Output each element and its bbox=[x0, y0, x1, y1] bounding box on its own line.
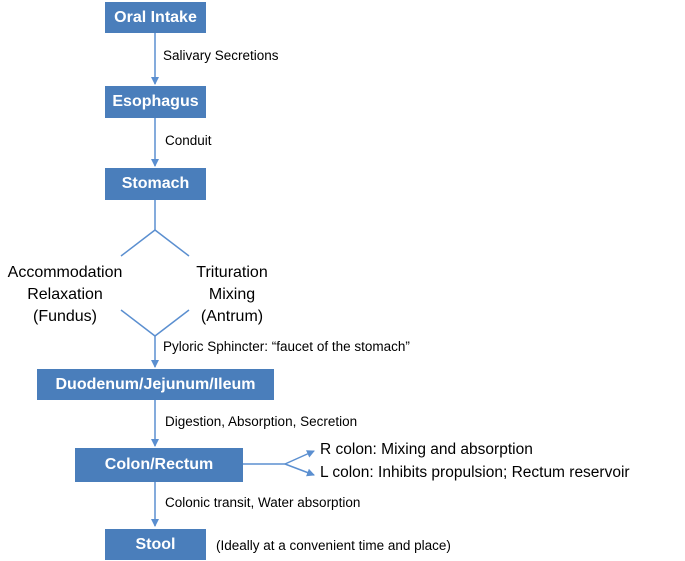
small-intestine-box: Duodenum/Jejunum/Ileum bbox=[37, 369, 274, 400]
r-colon-label: R colon: Mixing and absorption bbox=[320, 441, 533, 458]
line-merge-left bbox=[120, 309, 156, 337]
fundus-line-1: Accommodation bbox=[7, 264, 123, 281]
fundus-line-3: (Fundus) bbox=[32, 308, 98, 325]
colonic-transit-label: Colonic transit, Water absorption bbox=[165, 495, 361, 510]
antrum-phase-text: Trituration Mixing (Antrum) bbox=[177, 262, 287, 328]
line-split-left bbox=[120, 229, 156, 257]
conduit-label: Conduit bbox=[165, 133, 212, 148]
antrum-line-2: Mixing bbox=[208, 286, 256, 303]
arrow-colon-to-r-colon bbox=[284, 450, 315, 465]
fundus-phase-text: Accommodation Relaxation (Fundus) bbox=[0, 262, 130, 328]
stool-note-label: (Ideally at a convenient time and place) bbox=[216, 538, 451, 553]
salivary-secretions-label: Salivary Secretions bbox=[163, 48, 279, 63]
esophagus-box: Esophagus bbox=[105, 86, 206, 118]
pyloric-sphincter-label: Pyloric Sphincter: “faucet of the stomac… bbox=[163, 339, 410, 354]
colon-rectum-box: Colon/Rectum bbox=[75, 448, 243, 482]
oral-intake-box: Oral Intake bbox=[105, 2, 206, 33]
stool-box: Stool bbox=[105, 529, 206, 560]
antrum-line-1: Trituration bbox=[196, 264, 268, 281]
line-split-right bbox=[154, 229, 190, 257]
l-colon-label: L colon: Inhibits propulsion; Rectum res… bbox=[320, 464, 630, 481]
fundus-line-2: Relaxation bbox=[27, 286, 103, 303]
stomach-box: Stomach bbox=[105, 168, 206, 200]
antrum-line-3: (Antrum) bbox=[200, 308, 264, 325]
arrow-colon-to-l-colon bbox=[284, 463, 315, 477]
digestion-label: Digestion, Absorption, Secretion bbox=[165, 414, 358, 429]
line-merge-right bbox=[154, 309, 190, 337]
